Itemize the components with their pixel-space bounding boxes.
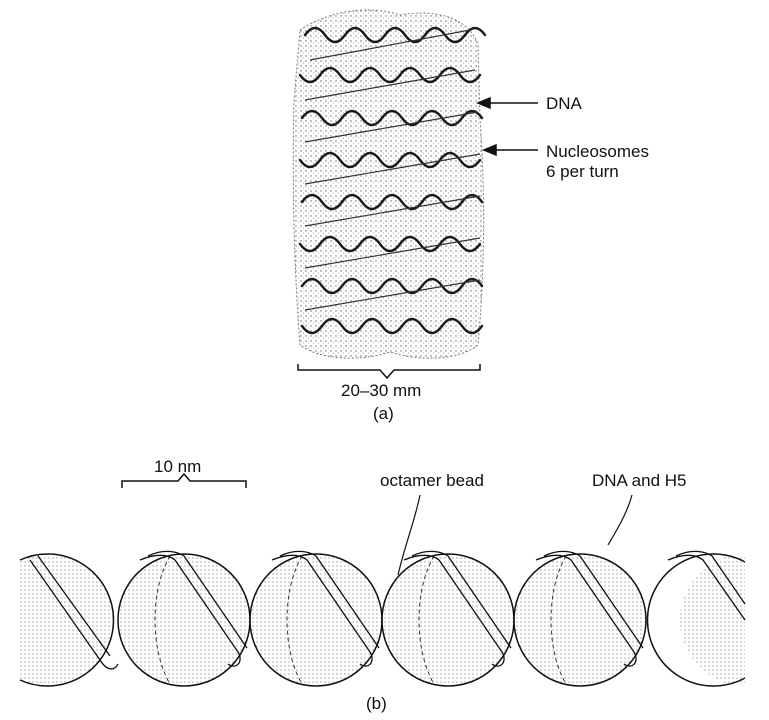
octamer-bead-label: octamer bead — [380, 471, 484, 491]
octamer-bead — [648, 554, 745, 686]
panel-a-caption: (a) — [373, 404, 394, 424]
nucleosomes-per-turn-label: 6 per turn — [546, 162, 619, 182]
fiber-width-bracket — [298, 364, 480, 378]
fiber-width-label: 20–30 mm — [341, 381, 421, 401]
octamer-bead — [20, 554, 113, 686]
dna-arrow — [478, 98, 538, 108]
dna-h5-label: DNA and H5 — [592, 471, 687, 491]
dna-label: DNA — [546, 94, 582, 114]
solenoid-fiber — [293, 10, 485, 358]
scale-bar-label: 10 nm — [154, 457, 201, 477]
bead-string — [20, 551, 745, 686]
panel-b-caption: (b) — [366, 694, 387, 714]
dna-h5-leader — [608, 495, 632, 545]
nucleosomes-label: Nucleosomes — [546, 142, 649, 162]
nucleosome-arrow — [484, 145, 538, 155]
